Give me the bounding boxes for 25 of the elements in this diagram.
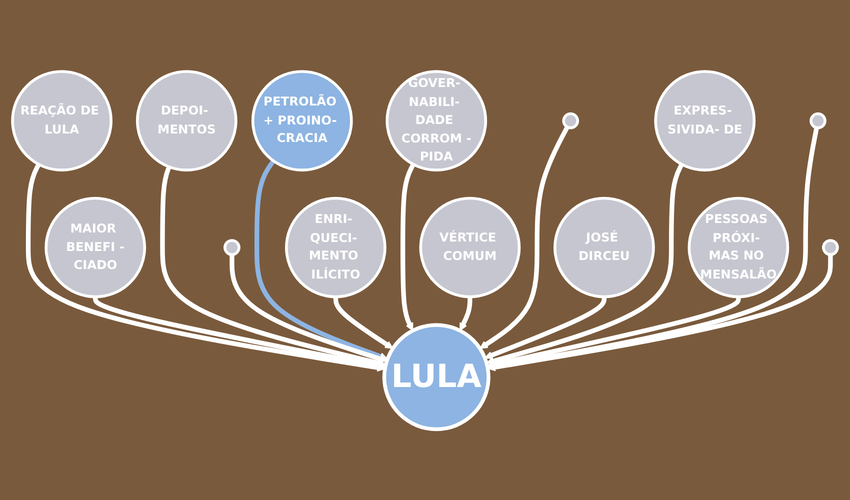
node-circle: VÉRTICE COMUM: [419, 196, 521, 298]
node-circle: JOSÉ DIRCEU: [554, 196, 655, 298]
arrow: [486, 296, 741, 368]
node-circle: PESSOAS PRÓXI- MAS NO MENSALÃO: [688, 196, 790, 298]
node-circle: DEPOI- MENTOS: [136, 70, 238, 172]
node-circle: [224, 238, 240, 256]
arrow: [400, 162, 416, 331]
arrow: [93, 296, 386, 370]
node-circle: PETROLÃO + PROINO- CRACIA: [251, 70, 353, 172]
arrow: [333, 296, 394, 348]
arrow: [486, 162, 684, 365]
arrow: [230, 254, 388, 362]
node-circle: EXPRES- SIVIDA- DE: [654, 70, 756, 172]
node-circle: [562, 112, 580, 129]
node-circle: ENRI- QUECI- MENTO ILÍCITO: [285, 196, 386, 298]
arrow: [480, 126, 570, 348]
node-circle: REAÇÃO DE LULA: [11, 70, 112, 172]
arrow: [484, 296, 607, 359]
arrow: [460, 296, 472, 331]
node-circle: [822, 238, 839, 256]
node-circle: MAIOR BENEFI -CIADO: [44, 196, 146, 298]
node-circle: GOVER- NABILI- DADE CORROM -PIDA: [386, 70, 488, 172]
node-circle: LULA: [382, 322, 490, 431]
arrow: [487, 254, 833, 371]
node-circle: [810, 112, 826, 129]
